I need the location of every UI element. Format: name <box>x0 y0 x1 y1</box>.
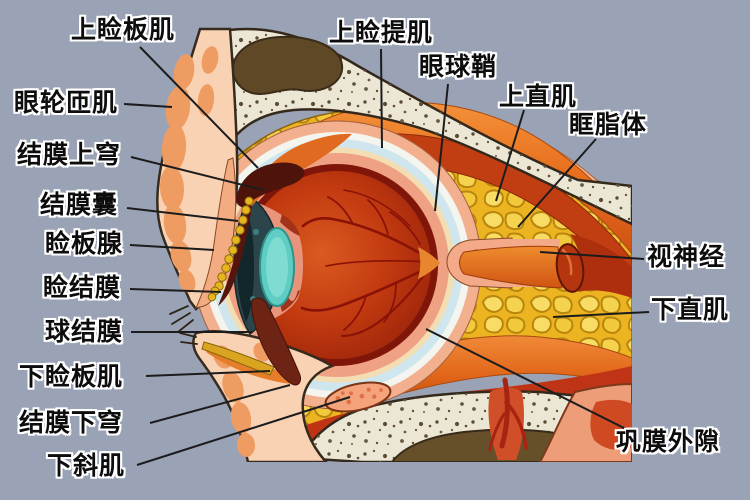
label-inferior-rectus-muscle: 下直肌 <box>651 296 730 324</box>
orbicularis-upper <box>159 46 219 293</box>
leader-conjunctival-sac <box>126 207 239 222</box>
leader-levator-palpebrae <box>380 48 383 149</box>
leader-palpebral-conjunctiva <box>129 288 222 293</box>
label-palpebral-conjunctiva: 睑结膜 <box>43 274 122 302</box>
tarsal-gland-beads <box>207 196 254 302</box>
retinal-vessels <box>300 189 430 338</box>
leader-tarsal-glands <box>129 244 215 251</box>
frontal-sinus <box>232 35 344 95</box>
label-levator-palpebrae-superioris: 上睑提肌 <box>329 19 434 47</box>
label-sheath-of-eyeball: 眼球鞘 <box>419 53 498 81</box>
label-inferior-conjunctival-fornix: 结膜下穹 <box>19 409 124 437</box>
label-orbicularis-oculi: 眼轮匝肌 <box>14 89 119 117</box>
retro-orbital-muscle <box>570 234 632 298</box>
upper-lid-internals <box>195 133 352 309</box>
leader-inferior-rectus <box>552 311 650 318</box>
leader-orbicularis-oculi <box>123 103 173 108</box>
optic-disc <box>418 247 440 279</box>
leader-inferior-conjunctival-fornix <box>149 384 291 424</box>
inferior-retractor-dark <box>251 297 301 386</box>
leader-lines <box>123 46 650 466</box>
label-inferior-oblique-muscle: 下斜肌 <box>47 452 126 480</box>
leader-episcleral-space <box>425 328 637 435</box>
leader-optic-nerve <box>539 251 645 260</box>
eyelashes <box>169 305 198 345</box>
label-tarsal-glands: 睑板腺 <box>45 230 124 258</box>
optic-nerve-shape <box>446 237 585 293</box>
leader-inferior-tarsal-muscle <box>145 370 271 377</box>
leader-orbital-fat-body <box>517 138 597 228</box>
label-bulbar-conjunctiva: 球结膜 <box>45 318 124 346</box>
label-superior-conjunctival-fornix: 结膜上穹 <box>17 141 122 169</box>
leader-inferior-oblique-muscle <box>136 396 351 466</box>
optic-nerve-core <box>459 245 563 289</box>
leader-superior-conjunctival-fornix <box>130 156 264 191</box>
label-conjunctival-sac: 结膜囊 <box>40 191 119 219</box>
lower-tarsus-strip <box>201 341 275 376</box>
label-superior-tarsal-muscle: 上睑板肌 <box>71 16 176 44</box>
label-episcleral-space: 巩膜外隙 <box>616 428 721 456</box>
vitreous-body <box>243 171 431 359</box>
label-superior-rectus-muscle: 上直肌 <box>499 83 578 111</box>
lower-lid-internals <box>201 297 301 386</box>
leader-superior-tarsal-muscle <box>139 46 259 169</box>
label-orbital-fat-body: 眶脂体 <box>569 111 648 139</box>
pterygoid-region <box>538 382 632 462</box>
infraorbital-vessels <box>488 377 528 460</box>
leader-superior-rectus <box>495 109 525 202</box>
superior-fornix-dark <box>236 162 305 208</box>
label-inferior-tarsal-muscle: 下睑板肌 <box>19 363 124 391</box>
label-optic-nerve: 视神经 <box>647 243 726 271</box>
leader-sheath-of-eyeball <box>434 83 449 212</box>
